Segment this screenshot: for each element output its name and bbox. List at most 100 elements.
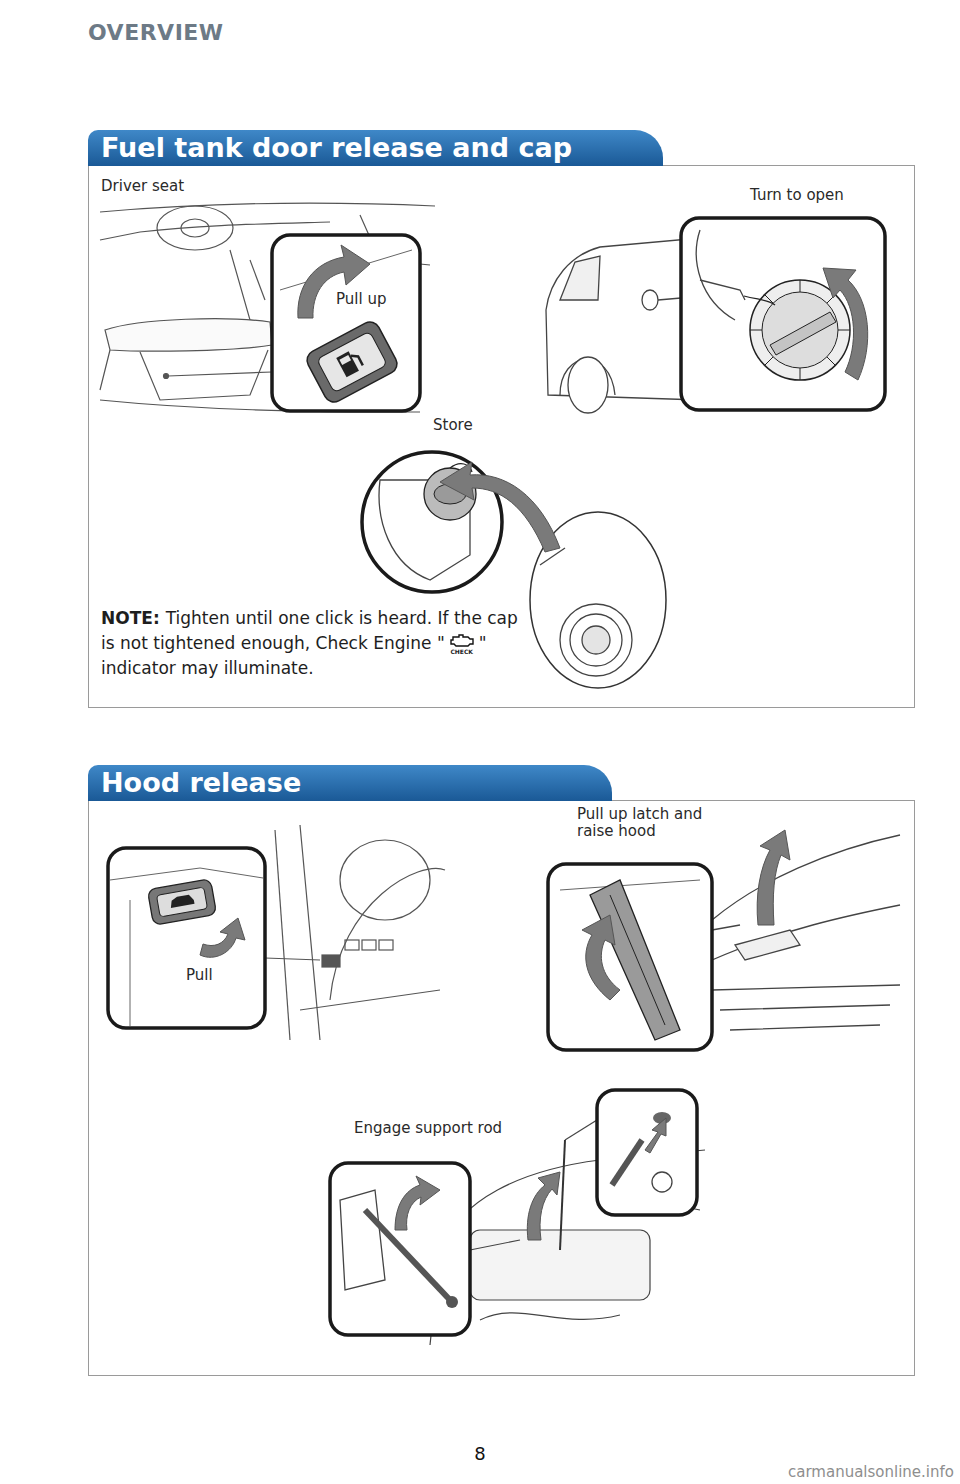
- engine-bay-part: [527, 1172, 560, 1240]
- fuel-release-inset-part-part: [351, 353, 363, 368]
- dashboard-part: [340, 840, 430, 920]
- dashboard-part: [322, 955, 340, 967]
- rod-hole-inset-part: [652, 1172, 672, 1192]
- fuel-cap-inset: [681, 218, 885, 410]
- hood-release-inset: [108, 848, 265, 1028]
- watermark: carmanualsonline.info: [788, 1463, 954, 1481]
- fuel-door-part: [582, 626, 610, 654]
- car-interior-part: [164, 374, 169, 379]
- hood-release-inset-part: [147, 879, 216, 926]
- action-label: Store: [433, 416, 473, 434]
- engine-bay-part: [470, 1240, 520, 1250]
- engine-bay-part: [560, 1140, 565, 1250]
- hood-release-inset-part: [200, 918, 245, 957]
- fuel-cap-inset-part: [823, 268, 868, 380]
- car-interior-part: [250, 260, 265, 300]
- hood-release-inset-part-part: [147, 879, 216, 926]
- latch-inset-part: [610, 895, 665, 1025]
- car-front-part: [735, 930, 800, 960]
- fuel-release-inset-part-part: [304, 318, 401, 405]
- fuel-door-part: [570, 614, 622, 666]
- cap-store-inset-part: [440, 462, 560, 552]
- page-number: 8: [0, 1443, 960, 1465]
- section-header-band: Fuel tank door release and cap: [88, 130, 663, 166]
- cap-store-inset-part: [362, 452, 502, 592]
- fuel-door-part: [540, 548, 565, 565]
- dashboard-part: [362, 940, 376, 950]
- latch-inset-part: [582, 915, 620, 1000]
- section-title: Fuel tank door release and cap: [88, 130, 572, 166]
- dashboard-part: [345, 940, 359, 950]
- car-front-part: [720, 1005, 890, 1030]
- car-interior-part: [181, 219, 209, 237]
- dashboard-part: [379, 940, 393, 950]
- hood-release-inset-part: [110, 868, 263, 880]
- action-label: Pull up: [336, 290, 386, 308]
- car-front-part: [757, 830, 790, 925]
- fuel-release-inset: [272, 235, 420, 411]
- latch-inset-part: [590, 880, 680, 1040]
- location-label: Driver seat: [101, 177, 184, 195]
- action-label: Turn to open: [750, 186, 844, 204]
- car-rear-part: [568, 357, 608, 413]
- section-header-band: Hood release: [88, 765, 612, 801]
- rod-clip-inset: [330, 1163, 470, 1335]
- action-label: Pull up latch and raise hood: [577, 806, 717, 841]
- action-label: Pull: [186, 966, 213, 984]
- rod-clip-inset-part: [340, 1190, 385, 1290]
- car-front: [712, 830, 900, 1030]
- car-rear-part: [658, 298, 681, 300]
- panel-frame: [89, 166, 915, 708]
- engine-bay-part: [480, 1200, 700, 1320]
- car-front-part: [712, 985, 900, 990]
- fuel-release-inset-part: [304, 318, 401, 405]
- car-rear-part: [560, 256, 600, 300]
- latch-inset-part: [548, 864, 712, 1050]
- rod-clip-inset-part: [365, 1210, 450, 1300]
- latch-inset: [548, 864, 712, 1050]
- fuel-cap-inset-part: [744, 296, 775, 305]
- rod-hole-inset-part: [645, 1118, 666, 1153]
- fuel-release-inset-part-part: [317, 331, 388, 393]
- hood-release-inset-part-part: [156, 887, 207, 917]
- section-title: Hood release: [88, 765, 301, 801]
- engine-bay-part: [565, 1120, 597, 1140]
- car-front-part: [712, 925, 740, 930]
- fuel-door-part: [560, 604, 632, 676]
- dashboard-part: [265, 958, 320, 960]
- fuel-cap-inset-part: [696, 230, 735, 320]
- car-interior-part: [168, 372, 272, 376]
- engine-outline: [451, 635, 473, 646]
- fuel-release-inset-part-part: [339, 355, 351, 365]
- panel-frame: [89, 801, 915, 1376]
- car-interior-part: [105, 319, 272, 351]
- rod-hole-inset: [597, 1090, 697, 1215]
- dashboard: [265, 825, 445, 1040]
- action-label: Engage support rod: [354, 1119, 502, 1137]
- car-front-part: [712, 835, 900, 920]
- rod-hole-inset-part: [612, 1140, 642, 1185]
- rod-hole-inset-part: [597, 1090, 697, 1215]
- rod-clip-inset-part: [446, 1296, 458, 1308]
- hood-release-inset-part: [130, 900, 131, 1026]
- hood-release-inset-part-part: [169, 894, 194, 908]
- dashboard-part: [330, 869, 445, 1000]
- fuel-cap-inset-part: [681, 218, 885, 410]
- note-lead: NOTE:: [101, 608, 160, 628]
- rod-clip-inset-part: [395, 1176, 440, 1230]
- fuel-release-inset-part: [272, 235, 420, 411]
- fuel-cap-inset-part: [770, 312, 836, 355]
- fuel-cap-inset-part: [700, 280, 745, 300]
- car-front-part: [712, 905, 900, 960]
- engine-symbol: [447, 633, 477, 648]
- rod-clip-inset-part: [330, 1163, 470, 1335]
- icon-caption: CHECK: [447, 648, 477, 655]
- car-rear-part: [642, 290, 658, 310]
- car-rear: [546, 238, 700, 413]
- note-paragraph: NOTE:Tighten until one click is heard. I…: [101, 606, 521, 681]
- cap-store-inset: [362, 452, 560, 592]
- car-interior: [100, 203, 435, 412]
- page-heading: OVERVIEW: [88, 20, 224, 45]
